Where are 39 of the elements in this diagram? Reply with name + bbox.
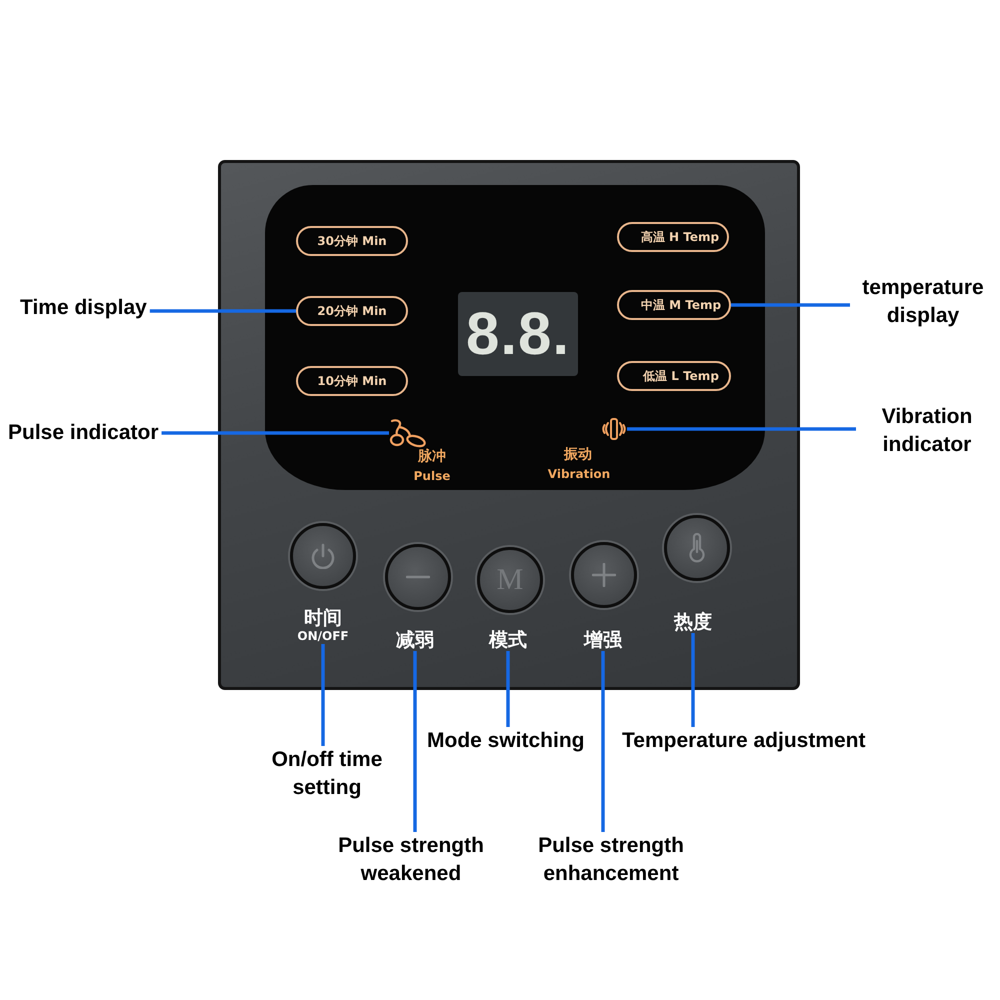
display-digits: 8.8. [466, 299, 570, 369]
callout-label: Time display [17, 294, 150, 322]
indicator-pill: 高温 H Temp [617, 222, 729, 252]
indicator-pill: 10分钟 Min [296, 366, 408, 396]
indicator-caption: 振动 [564, 446, 592, 464]
button-caption: 时间 [303, 607, 343, 629]
leader-line [691, 633, 695, 727]
leader-line [150, 309, 296, 313]
leader-line [321, 644, 325, 746]
indicator-caption: 脉冲 [418, 448, 446, 466]
leader-line [506, 651, 510, 727]
callout-label: Pulse strength enhancement [518, 832, 704, 888]
indicator-caption: Pulse [414, 469, 450, 483]
button-caption: 模式 [489, 629, 527, 651]
screen-panel [265, 185, 765, 490]
callout-label: Pulse strength weakened [318, 832, 504, 888]
leader-line [601, 651, 605, 832]
button-caption: 热度 [674, 611, 712, 633]
electrode-pads-icon [389, 418, 427, 448]
leader-line [413, 651, 417, 832]
indicator-pill: 低温 L Temp [617, 361, 731, 391]
indicator-pill: 20分钟 Min [296, 296, 408, 326]
button-caption: ON/OFF [297, 629, 349, 644]
callout-label: Mode switching [424, 727, 588, 755]
control-panel [218, 160, 800, 690]
button-caption: 减弱 [396, 629, 434, 651]
callout-label: On/off time setting [254, 746, 400, 802]
indicator-pill: 30分钟 Min [296, 226, 408, 256]
indicator-pill: 中温 M Temp [617, 290, 731, 320]
indicator-caption: Vibration [548, 467, 610, 481]
vibration-icon [601, 418, 627, 440]
callout-label: Temperature adjustment [619, 727, 868, 755]
button-caption: 增强 [584, 629, 622, 651]
leader-line [731, 303, 850, 307]
leader-line [627, 427, 856, 431]
callout-label: temperature display [850, 274, 996, 330]
callout-label: Pulse indicator [5, 419, 162, 447]
callout-label: Vibration indicator [856, 403, 998, 459]
leader-line [162, 431, 389, 435]
